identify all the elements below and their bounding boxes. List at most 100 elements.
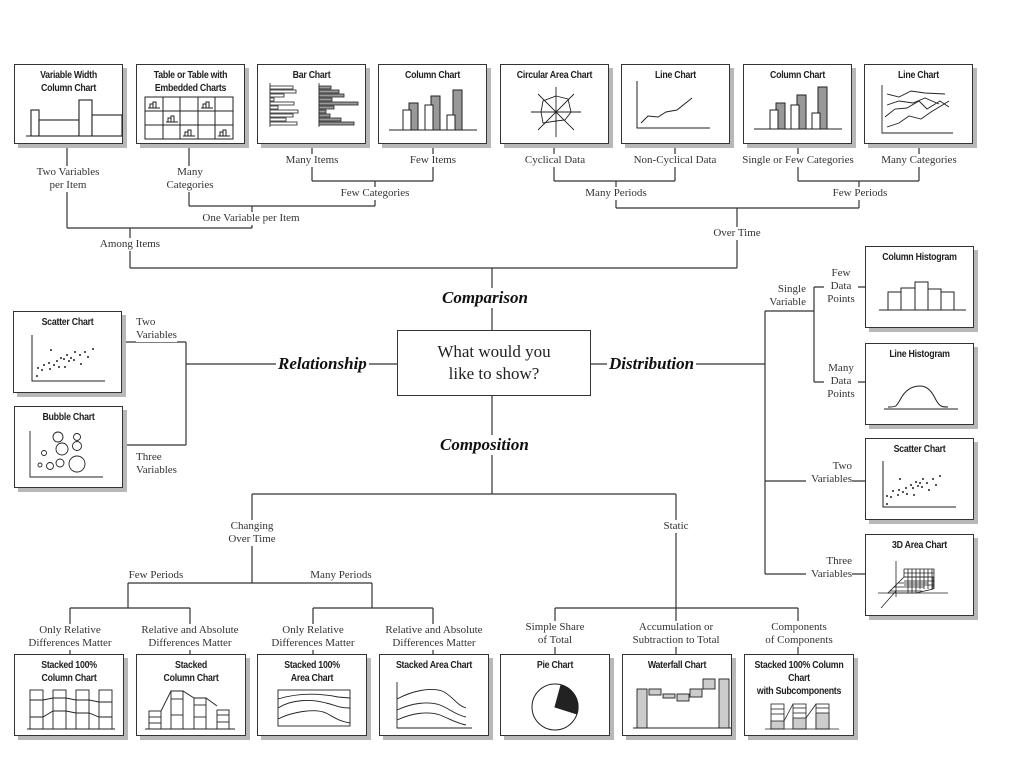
chart-card-stacked-100-subcomponents[interactable]: Stacked 100% Column Chart with Subcompone… [744,654,854,736]
chart-card-circular-area[interactable]: Circular Area Chart [500,64,609,144]
chart-title: Column Chart [163,673,219,684]
chart-title: Column Histogram [882,252,957,263]
chart-title: Variable Width [40,70,97,81]
chart-card-column-histogram[interactable]: Column Histogram [865,246,974,328]
category-comparison: Comparison [440,288,530,308]
pie-chart-icon [531,683,579,731]
chart-title: 3D Area Chart [892,540,947,551]
chart-title: Column Chart [404,70,460,81]
column-chart-icon [389,89,477,131]
chart-card-scatter-distribution[interactable]: Scatter Chart [865,438,974,520]
branch-few-items: Few Items [405,154,461,167]
multi-line-chart-icon [881,85,953,134]
chart-card-multi-line[interactable]: Line Chart [864,64,973,144]
branch-few-periods-comp: Few Periods [126,569,186,582]
stacked-100-column-icon [27,689,115,730]
stacked-100-area-icon [277,689,351,727]
chart-card-column[interactable]: Column Chart [378,64,487,144]
branch-over-time: Over Time [707,227,767,240]
chart-card-line[interactable]: Line Chart [621,64,730,144]
category-distribution: Distribution [607,354,697,374]
branch-cyclical-data: Cyclical Data [521,154,589,167]
chart-title: Line Histogram [889,349,950,360]
chart-title: Circular Area Chart [516,70,593,81]
chart-card-scatter-relationship[interactable]: Scatter Chart [13,311,122,393]
table-embedded-charts-icon [144,96,234,140]
chart-card-bubble[interactable]: Bubble Chart [14,406,123,488]
chart-card-line-histogram[interactable]: Line Histogram [865,343,974,425]
category-relationship: Relationship [276,354,369,374]
chart-card-stacked-100-column[interactable]: Stacked 100% Column Chart [14,654,124,736]
chart-title: Column Chart [41,673,97,684]
chart-title: with Subcomponents [756,686,842,697]
chart-title: Stacked [175,660,207,671]
chart-title: Area Chart [290,673,334,684]
scatter-chart-icon [31,335,105,382]
chart-title: Table or Table with [153,70,228,81]
line-chart-icon [636,81,710,129]
branch-many-categories-time: Many Categories [876,154,962,167]
chart-title: Stacked Area Chart [395,660,473,671]
chart-title: Bubble Chart [42,412,95,423]
column-chart-icon [754,86,842,130]
branch-one-variable-per-item: One Variable per Item [196,212,306,225]
column-histogram-icon [879,281,966,311]
chart-title: Scatter Chart [41,317,94,328]
branch-static: Static [658,520,694,533]
variable-width-column-icon [26,99,123,137]
chart-title: Stacked 100% [284,660,340,671]
chart-card-waterfall[interactable]: Waterfall Chart [622,654,732,736]
category-composition: Composition [438,435,531,455]
chart-card-stacked-100-area[interactable]: Stacked 100% Area Chart [257,654,367,736]
3d-area-chart-icon [878,561,948,609]
chart-title: Column Chart [769,70,825,81]
branch-many-periods: Many Periods [581,187,651,200]
chart-title: Waterfall Chart [647,660,707,671]
chart-title: Bar Chart [292,70,331,81]
scatter-chart-icon [882,461,956,508]
chart-title: Stacked 100% [41,660,97,671]
chart-title: Pie Chart [536,660,574,671]
chart-card-bar[interactable]: Bar Chart [257,64,366,144]
chart-card-stacked-area[interactable]: Stacked Area Chart [379,654,489,736]
branch-few-categories: Few Categories [333,187,417,200]
chart-title: Line Chart [898,70,939,81]
chart-card-pie[interactable]: Pie Chart [500,654,610,736]
line-histogram-icon [884,385,958,410]
circular-area-chart-icon [531,87,581,137]
branch-many-periods-comp: Many Periods [308,569,374,582]
branch-non-cyclical-data: Non-Cyclical Data [630,154,720,167]
chart-title: Column Chart [40,83,96,94]
branch-many-items: Many Items [280,154,344,167]
chart-card-3d-area[interactable]: 3D Area Chart [865,534,974,616]
branch-few-periods: Few Periods [829,187,891,200]
branch-single-or-few-categories: Single or Few Categories [739,154,857,167]
bar-chart-icon [269,83,359,127]
chart-card-column-time[interactable]: Column Chart [743,64,852,144]
chart-title: Stacked 100% Column Chart [754,660,844,684]
chart-title: Scatter Chart [893,444,946,455]
chart-title: Embedded Charts [154,83,227,94]
waterfall-chart-icon [633,678,731,729]
branch-among-items: Among Items [95,238,165,251]
